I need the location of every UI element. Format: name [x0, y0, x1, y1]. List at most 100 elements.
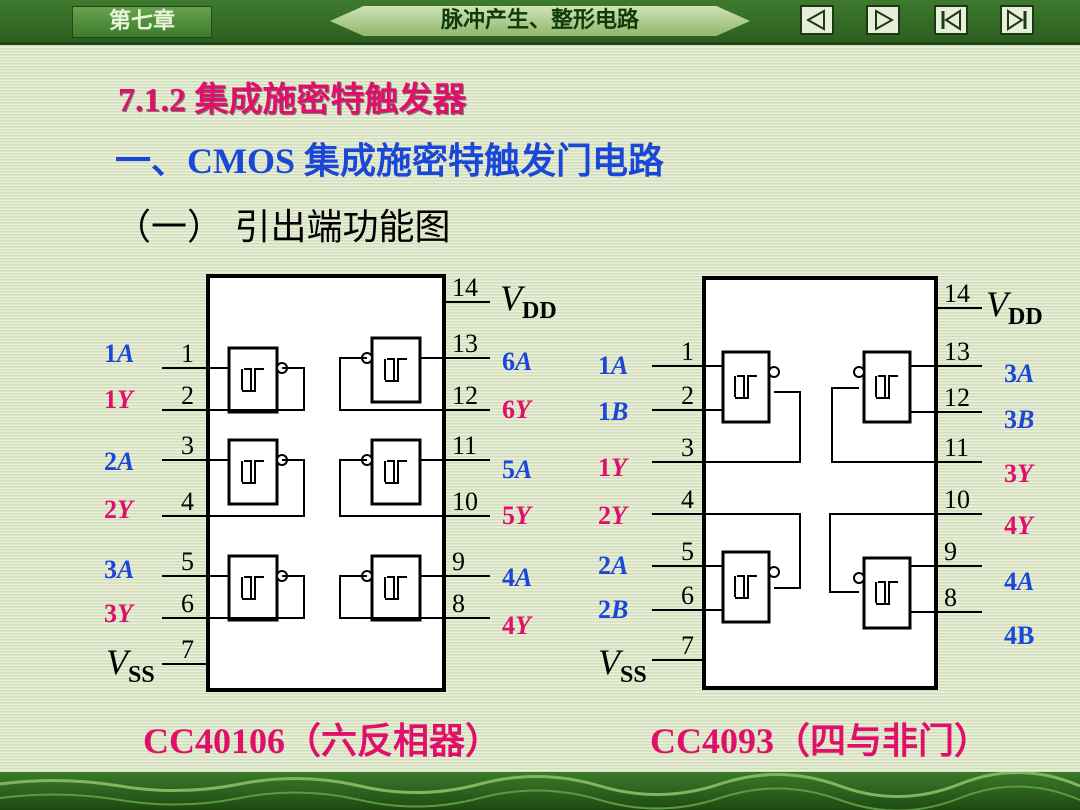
vss-label-symbol: V [106, 642, 132, 682]
pin-function-number: 5 [502, 455, 515, 484]
hysteresis-icon [384, 358, 407, 382]
pin-function-label: 3A [1004, 359, 1034, 388]
section-title: 7.1.2 集成施密特触发器 [118, 82, 467, 119]
pin-function-letter: A [115, 447, 134, 476]
wire [208, 575, 305, 619]
vdd-label-symbol: V [500, 278, 526, 318]
pin-function-letter: A [513, 455, 532, 484]
pin-function-number: 1 [104, 385, 117, 414]
gate-body [862, 556, 912, 630]
header-bar: 第七章 脉冲产生、整形电路 [0, 0, 1080, 45]
pin-function-letter: B [1016, 405, 1034, 434]
pin-function-number: 3 [1004, 405, 1017, 434]
pin-function-letter: B [1017, 621, 1034, 650]
pin-number: 13 [944, 337, 970, 366]
skip-last-icon [1007, 9, 1027, 31]
schmitt-gate [227, 346, 288, 414]
chapter-title: 脉冲产生、整形电路 [330, 6, 750, 36]
hysteresis-icon [241, 368, 264, 392]
pin-function-number: 3 [1004, 359, 1017, 388]
wire [339, 575, 444, 619]
skip-first-icon [941, 9, 961, 31]
pin-function-number: 4 [1004, 621, 1017, 650]
pin-function-number: 5 [502, 501, 515, 530]
inversion-bubble-icon [853, 572, 865, 584]
pin-number: 2 [681, 381, 694, 410]
pin-function-letter: Y [117, 599, 135, 628]
vdd-label-subscript: DD [1008, 304, 1043, 330]
pin-function-number: 2 [598, 501, 611, 530]
prev-button[interactable] [800, 5, 834, 35]
pin-function-number: 4 [502, 563, 515, 592]
pin-function-letter: Y [611, 501, 629, 530]
pin-number: 3 [681, 433, 694, 462]
hysteresis-icon [241, 460, 264, 484]
wire [829, 513, 936, 593]
pin-function-number: 1 [598, 397, 611, 426]
pin-function-letter: A [1015, 567, 1034, 596]
pin-function-letter: B [610, 595, 628, 624]
footer-pattern [0, 772, 1080, 810]
pin-function-letter: A [513, 347, 532, 376]
pin-function-number: 6 [502, 347, 515, 376]
pin-function-letter: Y [611, 453, 629, 482]
wire [831, 387, 936, 463]
pin-number: 12 [944, 383, 970, 412]
pin-number: 11 [452, 431, 477, 460]
schmitt-gate [721, 350, 780, 424]
pin-function-label: 1B [598, 397, 628, 426]
pin-number: 1 [681, 337, 694, 366]
pin-function-letter: Y [515, 501, 533, 530]
vdd-label: VDD [500, 278, 557, 324]
subtitle: 一、CMOS 集成施密特触发门电路 [115, 141, 665, 181]
hysteresis-icon [875, 581, 898, 605]
gate-body [721, 350, 771, 424]
pin-number: 10 [944, 485, 970, 514]
pin-number: 6 [681, 581, 694, 610]
hysteresis-icon [384, 460, 407, 484]
hysteresis-icon [875, 375, 898, 399]
vdd-label-symbol: V [986, 284, 1012, 324]
wire [339, 357, 444, 411]
pin-function-number: 4 [1004, 567, 1017, 596]
pin-function-label: 3A [104, 555, 134, 584]
schmitt-gate [227, 438, 288, 506]
pin-function-label: 5Y [502, 501, 533, 530]
pin-function-label: 2Y [598, 501, 629, 530]
pin-function-label: 5A [502, 455, 532, 484]
pin-function-number: 6 [502, 395, 515, 424]
wire [208, 459, 305, 517]
pin-function-letter: A [1015, 359, 1034, 388]
vss-label: VSS [598, 642, 647, 688]
pin-function-letter: A [513, 563, 532, 592]
pin-function-letter: Y [515, 611, 533, 640]
pin-number: 7 [681, 631, 694, 660]
first-button[interactable] [934, 5, 968, 35]
pin-function-number: 1 [104, 339, 117, 368]
schmitt-gate [361, 336, 422, 404]
pin-function-number: 2 [104, 447, 117, 476]
pin-function-letter: A [609, 351, 628, 380]
inversion-bubble-icon [768, 566, 780, 578]
chapter-tab[interactable]: 第七章 [72, 6, 212, 38]
inversion-bubble-icon [853, 366, 865, 378]
schmitt-gate [361, 438, 422, 506]
vss-label-subscript: SS [620, 662, 647, 688]
pin-function-label: 1Y [598, 453, 629, 482]
pin-function-number: 1 [598, 453, 611, 482]
pin-function-label: 2A [598, 551, 628, 580]
wire [704, 391, 801, 463]
gate-body [227, 554, 279, 622]
right-chip-cc4093: 12345671413121110981A1B1Y2Y2A2B3A3B3Y4Y4… [598, 276, 1043, 690]
pin-number: 7 [181, 635, 194, 664]
next-button[interactable] [866, 5, 900, 35]
gate-body [227, 438, 279, 506]
pin-number: 5 [681, 537, 694, 566]
hysteresis-icon [241, 576, 264, 600]
pin-number: 8 [944, 583, 957, 612]
pin-function-label: 4B [1004, 621, 1034, 650]
pin-function-letter: A [115, 339, 134, 368]
pin-function-label: 1A [104, 339, 134, 368]
last-button[interactable] [1000, 5, 1034, 35]
pin-function-label: 3Y [1004, 459, 1035, 488]
